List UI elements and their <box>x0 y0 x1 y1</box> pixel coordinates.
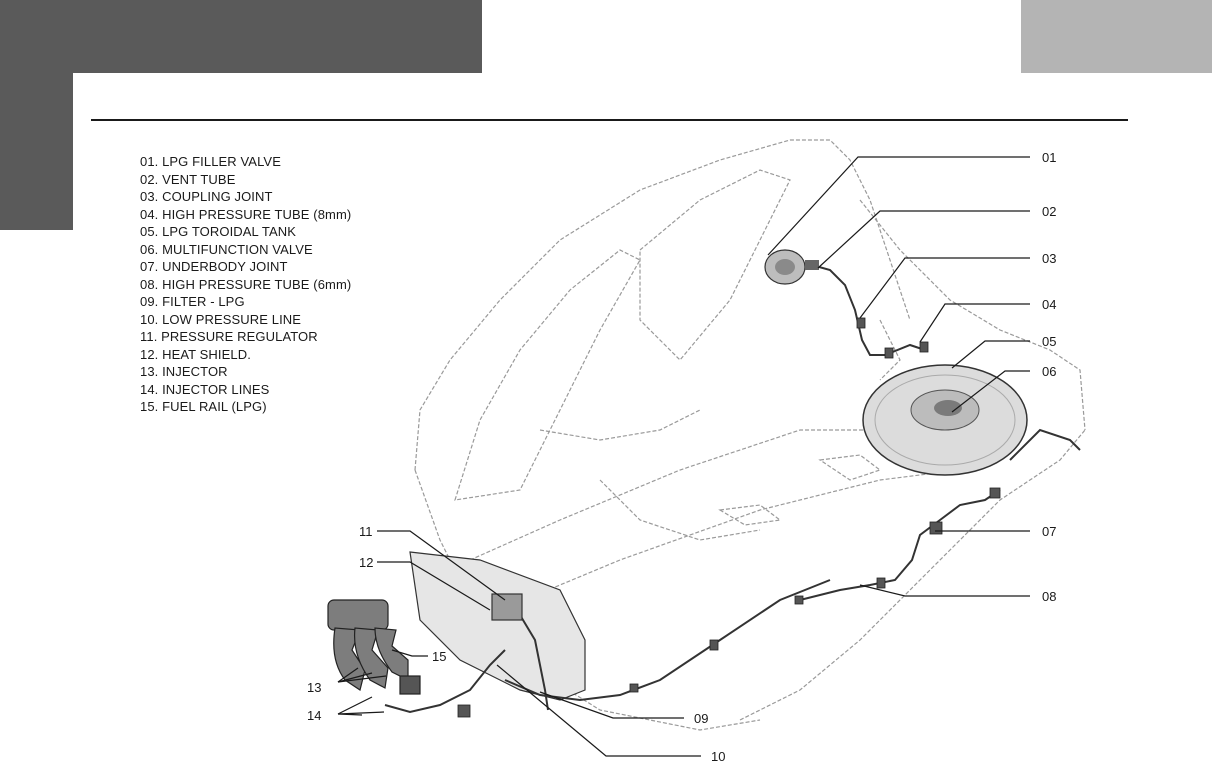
fuel-lines <box>384 264 1081 714</box>
callout-05: 05 <box>1042 334 1056 349</box>
legend-item: 12. HEAT SHIELD. <box>140 346 251 362</box>
lpg-toroidal-tank <box>862 364 1028 476</box>
side-dark-bar <box>0 73 73 230</box>
legend-item: 13. INJECTOR <box>140 364 228 379</box>
legend-item: 01. LPG FILLER VALVE <box>140 154 281 169</box>
parts-legend: 01. LPG FILLER VALVE 02. VENT TUBE 03. C… <box>140 153 351 416</box>
callout-03: 03 <box>1042 251 1056 266</box>
fittings <box>457 317 1001 718</box>
lpg-filler-valve <box>764 249 819 285</box>
callout-12: 12 <box>359 555 373 570</box>
legend-item: 05. LPG TOROIDAL TANK <box>140 224 296 239</box>
callout-02: 02 <box>1042 204 1056 219</box>
header-dark-bar <box>0 0 482 73</box>
heat-shield-panel <box>409 551 586 701</box>
callout-14: 14 <box>307 708 321 723</box>
legend-item: 15. FUEL RAIL (LPG) <box>140 399 267 414</box>
header-light-box <box>1021 0 1212 73</box>
legend-item: 04. HIGH PRESSURE TUBE (8mm) <box>140 206 352 222</box>
legend-item: 02. VENT TUBE <box>140 171 236 187</box>
legend-item: 07. UNDERBODY JOINT <box>140 259 288 274</box>
legend-item: 06. MULTIFUNCTION VALVE <box>140 241 313 257</box>
callout-09: 09 <box>694 711 708 726</box>
callout-10: 10 <box>711 749 725 764</box>
legend-item: 11. PRESSURE REGULATOR <box>140 329 318 344</box>
callout-15: 15 <box>432 649 446 664</box>
legend-item: 08. HIGH PRESSURE TUBE (6mm) <box>140 276 352 292</box>
callout-07: 07 <box>1042 524 1056 539</box>
callout-06: 06 <box>1042 364 1056 379</box>
legend-item: 10. LOW PRESSURE LINE <box>140 311 302 327</box>
callout-11: 11 <box>359 524 373 539</box>
title-rule <box>91 119 1128 121</box>
legend-item: 03. COUPLING JOINT <box>140 189 273 204</box>
pressure-regulator <box>491 593 523 621</box>
callout-08: 08 <box>1042 589 1056 604</box>
callout-04: 04 <box>1042 297 1056 312</box>
legend-item: 09. FILTER - LPG <box>140 294 245 309</box>
legend-item: 14. INJECTOR LINES <box>140 381 270 397</box>
leader-lines <box>337 156 1030 757</box>
callout-13: 13 <box>307 680 321 695</box>
callout-01: 01 <box>1042 150 1056 165</box>
